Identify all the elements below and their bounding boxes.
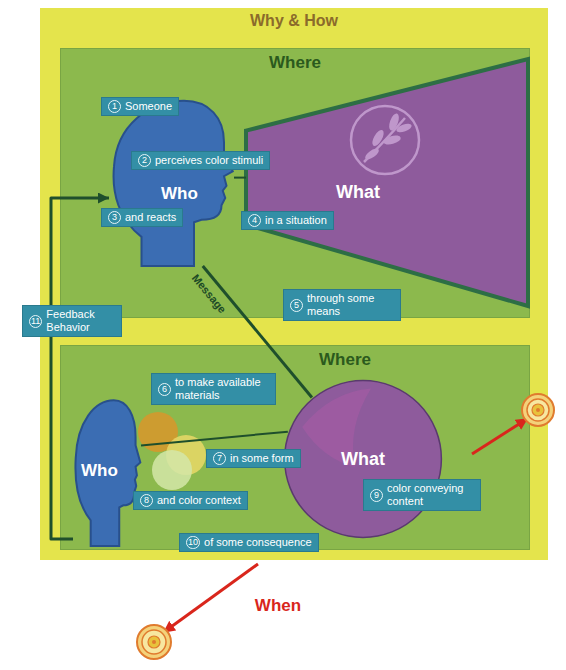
step-tag: 7 in some form [206,449,301,468]
target-icon [522,394,554,426]
what-trapezoid: What [246,59,528,306]
what-circle: What [283,379,443,539]
shape-label: What [341,449,385,470]
callout-number: 4 [248,214,261,227]
connector [141,432,288,446]
outer-panel: Why & HowWhere1SomeoneWhoWhat2perceives … [40,8,548,560]
target-ring [527,399,549,421]
who-head: Who [109,96,234,266]
connector [234,177,246,179]
panel-heading: Where [161,350,529,370]
target-ring [137,625,171,659]
step-text: color conveying content [387,482,474,508]
label-holder: When [255,596,301,616]
yellow-circle [166,435,206,475]
step-tag: 10 of some consequence [179,533,319,552]
step-tag: 4 in a situation [241,211,334,230]
green-circle [152,450,192,490]
step-text: Feedback Behavior [46,308,115,334]
step-tag: 6 to make available materials [151,373,276,405]
step-text: in a situation [265,214,327,227]
red-arrow [164,564,258,632]
head-outline [114,101,233,266]
leaf-branch [364,118,405,162]
panel-heading: Why & How [40,12,548,30]
trapezoid-outline [246,59,528,306]
step-tag: 1 Someone [101,97,179,116]
shape-label: Who [161,184,198,204]
target-ring [142,630,166,654]
trapezoid-shape [246,59,528,306]
connector [51,198,109,539]
target-dot [536,408,540,412]
circle-outline [285,381,442,538]
head-silhouette [109,96,234,266]
step-tag: 5 through some means [283,289,401,321]
leaf-icon [351,106,419,174]
red-arrow [472,419,527,454]
edge-label-holder: Message [188,270,232,317]
step-text: in some form [230,452,294,465]
step-text: to make available materials [175,376,269,402]
shape-label: Who [81,461,118,481]
where-panel: Where 6 to make available materialsWho 7 in … [60,345,530,550]
where-panel: Where 1 SomeoneWho What 2 perceives color sti… [60,48,530,318]
step-text: Someone [125,100,172,113]
callout-number: 2 [138,154,151,167]
step-text: through some means [307,292,394,318]
leaf [370,128,386,148]
connector [203,266,312,397]
step-text: perceives color stimuli [155,154,263,167]
feedback-tag: 11 Feedback Behavior [22,305,122,337]
icon-ring [351,106,419,174]
step-tag: 2 perceives color stimuli [131,151,270,170]
who-head: Who [73,396,141,546]
message-label: Message [190,272,229,315]
step-text: and reacts [125,211,176,224]
leaf [387,112,401,132]
shape-label: What [336,182,380,203]
callout-number: 5 [290,299,303,312]
callout-number: 11 [29,315,42,328]
target-ring [148,636,160,648]
step-tag: 8 and color context [133,491,248,510]
step-text: of some consequence [204,536,312,549]
target-ring [532,404,544,416]
callout-number: 1 [108,100,121,113]
leaf [382,134,401,146]
callout-number: 10 [186,536,200,549]
head-outline [75,400,140,546]
target-icon [137,625,171,659]
callout-number: 7 [213,452,226,465]
callout-number: 3 [108,211,121,224]
when-label: When [255,596,301,615]
leaf [363,147,380,162]
step-tag: 3 and reacts [101,208,183,227]
color-circles [138,412,206,490]
panel-heading: Where [61,53,529,73]
step-text: and color context [157,494,241,507]
callout-number: 8 [140,494,153,507]
leaf [395,122,412,134]
step-tag: 9 color conveying content [363,479,481,511]
callout-number: 6 [158,383,171,396]
callout-number: 9 [370,489,383,502]
target-ring [522,394,554,426]
target-dot [152,640,156,644]
orange-circle [138,412,178,452]
